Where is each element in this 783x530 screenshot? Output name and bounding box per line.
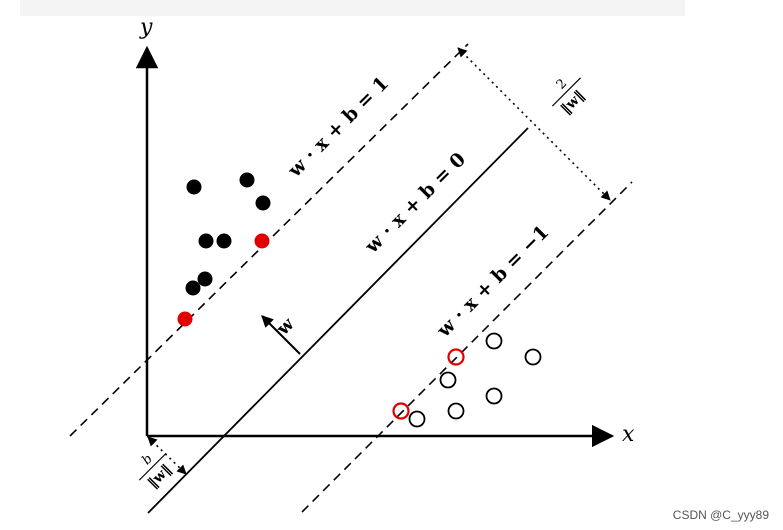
- positive-point: [239, 172, 255, 188]
- margin-line-plus: [69, 43, 469, 437]
- decision-boundary: [147, 127, 529, 514]
- negative-point: [524, 348, 542, 366]
- normal-vector-arrow: [261, 315, 301, 355]
- positive-point: [198, 233, 214, 249]
- normal-vector-label: w: [272, 313, 299, 340]
- positive-point: [185, 280, 201, 296]
- label-plus-line: w · x + b = 1: [283, 72, 393, 182]
- margin-label: 2 ‖w‖: [551, 76, 588, 117]
- x-axis-label: x: [622, 422, 635, 447]
- negative-support-vector: [447, 348, 465, 366]
- negative-point: [447, 402, 465, 420]
- negative-support-vector: [392, 402, 410, 420]
- margin-arrow: [457, 47, 611, 201]
- label-minus-line: w · x + b = −1: [432, 221, 553, 342]
- positive-point: [186, 179, 202, 195]
- y-axis-label: y: [139, 15, 153, 40]
- positive-point: [216, 233, 232, 249]
- positive-support-vector: [254, 233, 270, 249]
- margin-line-minus: [301, 181, 633, 513]
- watermark: CSDN @C_yyy89: [672, 508, 769, 522]
- top-band: [20, 0, 685, 16]
- positive-point: [255, 195, 271, 211]
- positive-point: [197, 271, 213, 287]
- negative-point: [439, 371, 457, 389]
- negative-point: [485, 332, 503, 350]
- positive-support-vector: [177, 311, 193, 327]
- negative-point: [408, 410, 426, 428]
- bias-label: b ‖w‖: [138, 452, 175, 491]
- negative-point: [485, 387, 503, 405]
